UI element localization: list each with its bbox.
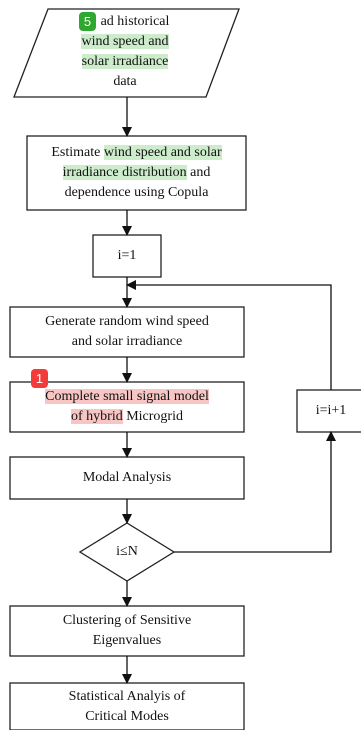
estimate-line1-a: Estimate [51, 145, 104, 160]
read-data-line4: data [113, 74, 137, 89]
tag-badge-1: 1 [31, 369, 48, 388]
read-data-line2: wind speed and [81, 34, 169, 49]
estimate-box [26, 135, 247, 211]
read-data-parallelogram [13, 8, 240, 98]
tag-badge-5: 5 [79, 12, 96, 31]
init-label: i=1 [117, 248, 137, 263]
decision-label: i≤N [116, 544, 138, 559]
small-signal-label: Complete small signal model of hybrid Mi… [10, 387, 244, 427]
statistical-line2: Critical Modes [85, 709, 169, 724]
loop-decision-to-increment [174, 431, 336, 553]
generate-line1: Generate random wind speed [45, 314, 209, 329]
read-data-label: 5 ad historical wind speed and solar irr… [30, 12, 220, 92]
generate-line2: and solar irradiance [71, 334, 183, 349]
read-data-line3: solar irradiance [81, 54, 169, 69]
clustering-line2: Eigenvalues [92, 633, 162, 648]
modal-label: Modal Analysis [82, 470, 172, 485]
statistical-label: Statistical Analyis of Critical Modes [10, 687, 244, 727]
estimate-line2-a: irradiance distribution [62, 165, 187, 180]
clustering-line1: Clustering of Sensitive [62, 613, 192, 628]
loop-increment-back [126, 280, 332, 390]
small-signal-line2-a: of hybrid [71, 409, 123, 424]
estimate-line1-b: wind speed and solar [103, 145, 222, 160]
read-data-line1: ad historical [100, 14, 170, 29]
estimate-line2-b: and [186, 165, 211, 180]
statistical-line1: Statistical Analyis of [68, 689, 186, 704]
estimate-label: Estimate wind speed and solar irradiance… [27, 143, 246, 203]
increment-label: i=i+1 [315, 403, 347, 418]
clustering-label: Clustering of Sensitive Eigenvalues [10, 611, 244, 651]
estimate-line3: dependence using Copula [64, 185, 209, 200]
small-signal-line2-b: Microgrid [122, 409, 183, 424]
generate-label: Generate random wind speed and solar irr… [10, 312, 244, 352]
small-signal-line1: Complete small signal model [45, 389, 209, 404]
